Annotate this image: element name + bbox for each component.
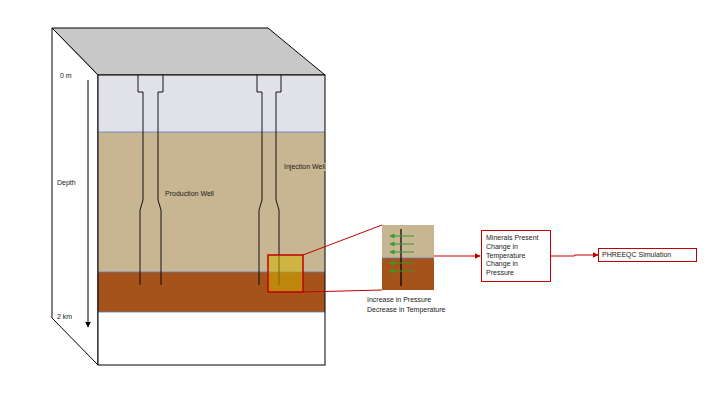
layer-boundary [382,258,434,259]
inset-sediment [382,225,434,258]
zoom-highlight [268,255,303,292]
injection-well [257,75,281,285]
box-text: PHREEQC Simulation [602,251,693,260]
diagram-label: Decrease in Temperature [367,306,445,314]
diagram-label: Depth [57,179,76,187]
diagram-label: Production Well [165,190,214,198]
zoom-line [303,290,382,292]
diagram-label: 2 km [57,313,72,321]
depth-arrow [88,80,89,327]
diagram-label: 0 m [60,72,72,80]
layer-boundary [98,132,325,133]
block-top-face [52,28,325,75]
box-text: Minerals Present [486,234,544,243]
base-layer [98,312,325,365]
inset-reservoir [382,258,434,290]
box-text: Change in Pressure [486,260,544,278]
block-side-face [52,28,98,365]
inset-well [400,229,401,286]
zoom-line [303,225,382,255]
inset-arrow [434,256,480,257]
block-front-outline [98,75,325,365]
sediment-layer [98,132,325,272]
layer-boundary [98,312,325,313]
box-text: Change in Temperature [486,243,544,261]
diagram-label: Injection Well [284,163,326,171]
flow-arrow [551,255,598,256]
production-well [138,75,163,285]
surface-layer [98,75,325,132]
process-box: Minerals PresentChange in TemperatureCha… [481,230,551,282]
process-box: PHREEQC Simulation [598,248,697,263]
injection-arrows [390,236,414,271]
diagram-label: Increase in Pressure [367,296,431,304]
